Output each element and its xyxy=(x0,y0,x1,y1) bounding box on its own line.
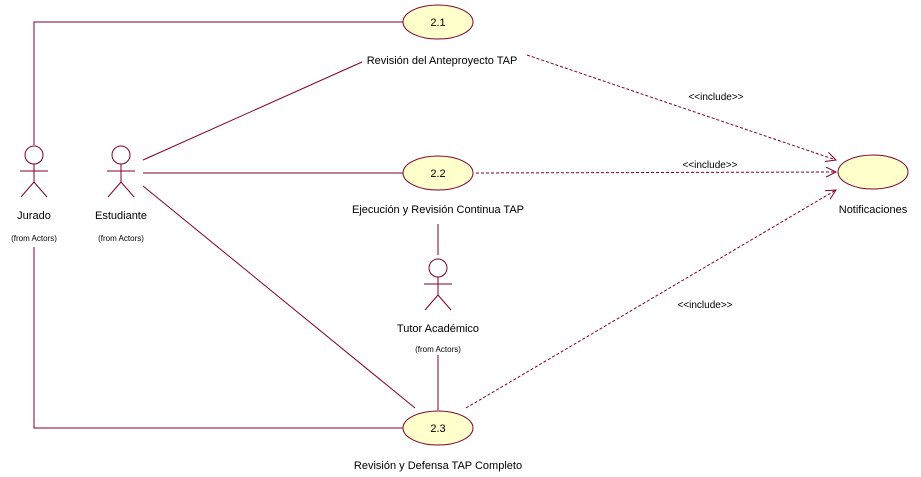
usecase-2-3[interactable] xyxy=(402,410,474,446)
actor-estudiante[interactable] xyxy=(107,145,135,198)
actor-jurado-head xyxy=(24,145,44,165)
actor-estudiante-leg-left xyxy=(107,181,122,198)
usecase-2-1-number: 2.1 xyxy=(430,17,445,29)
actor-tutor-academico[interactable] xyxy=(424,258,452,311)
actor-estudiante-from: (from Actors) xyxy=(98,234,144,243)
association-estudiante-uc21 xyxy=(142,61,363,161)
actor-jurado-leg-right xyxy=(33,181,48,198)
actor-jurado-leg-left xyxy=(20,181,35,198)
usecase-2-2-name: Ejecución y Revisión Continua TAP xyxy=(352,204,524,216)
actor-jurado-name: Jurado xyxy=(17,210,51,222)
include-arrow-uc23-notif xyxy=(465,190,836,409)
association-jurado-uc23 xyxy=(33,247,403,429)
usecase-notificaciones[interactable] xyxy=(837,154,909,190)
actor-tutor-from: (from Actors) xyxy=(415,345,461,354)
association-estudiante-uc23 xyxy=(142,185,416,409)
actor-estudiante-leg-right xyxy=(120,181,135,198)
actor-tutor-leg-right xyxy=(437,294,452,311)
actor-estudiante-name: Estudiante xyxy=(95,210,147,222)
include-arrow-uc21-notif xyxy=(526,54,836,160)
include-label-uc22: <<include>> xyxy=(682,160,737,171)
usecase-2-2[interactable] xyxy=(402,155,474,191)
actor-tutor-leg-left xyxy=(424,294,439,311)
include-label-uc23: <<include>> xyxy=(677,300,732,311)
actor-estudiante-head xyxy=(111,145,131,165)
actor-tutor-name: Tutor Académico xyxy=(397,323,479,335)
actor-jurado-from: (from Actors) xyxy=(11,234,57,243)
usecase-2-3-number: 2.3 xyxy=(430,423,445,435)
actor-tutor-head xyxy=(428,258,448,278)
actor-jurado[interactable] xyxy=(20,145,48,198)
usecase-notificaciones-name: Notificaciones xyxy=(839,204,908,216)
include-arrow-uc22-notif xyxy=(475,172,836,173)
usecase-2-1[interactable] xyxy=(402,4,474,40)
usecase-2-3-name: Revisión y Defensa TAP Completo xyxy=(354,460,522,472)
association-jurado-uc21 xyxy=(33,21,403,145)
usecase-2-1-name: Revisión del Anteproyecto TAP xyxy=(367,55,518,67)
usecase-2-2-number: 2.2 xyxy=(430,168,445,180)
include-label-uc21: <<include>> xyxy=(688,92,743,103)
